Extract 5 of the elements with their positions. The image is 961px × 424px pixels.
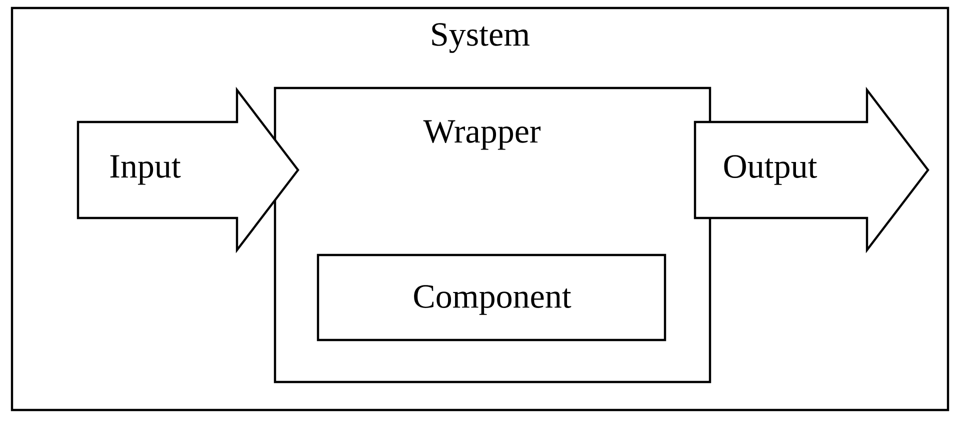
block-arrow xyxy=(76,86,300,254)
edge-label: Input xyxy=(110,155,181,185)
edge-label: Output xyxy=(724,155,818,185)
component-box: Component xyxy=(316,254,666,342)
block-arrow xyxy=(694,86,930,254)
